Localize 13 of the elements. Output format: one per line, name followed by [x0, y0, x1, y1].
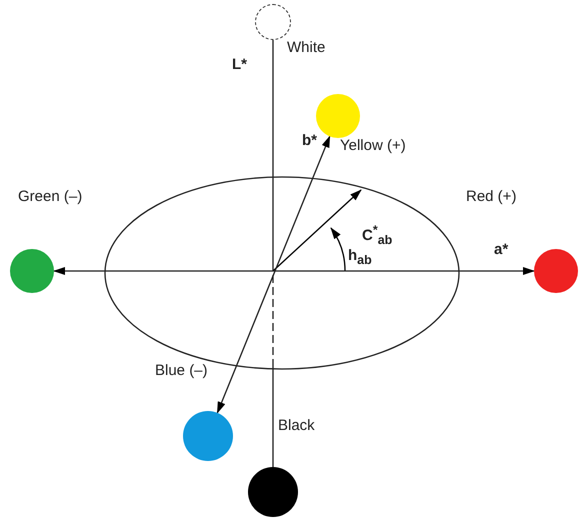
- color-name-label: Blue (–): [155, 363, 208, 380]
- axis-line: [272, 40, 274, 467]
- color-name-label: Green (–): [18, 189, 82, 206]
- axis-label: h$_{ab}$: [348, 248, 372, 268]
- axis-arrow: [53, 267, 535, 275]
- axis-label: L*: [232, 57, 247, 74]
- axis-label: a*: [494, 242, 508, 258]
- axis-label: b*: [302, 133, 317, 150]
- color-name-label: White: [287, 40, 326, 56]
- color-name-label: Red (+): [466, 189, 516, 206]
- axis-arrow: [216, 135, 330, 414]
- color-name-label: Black: [278, 418, 315, 434]
- color-name-label: Yellow (+): [340, 138, 406, 154]
